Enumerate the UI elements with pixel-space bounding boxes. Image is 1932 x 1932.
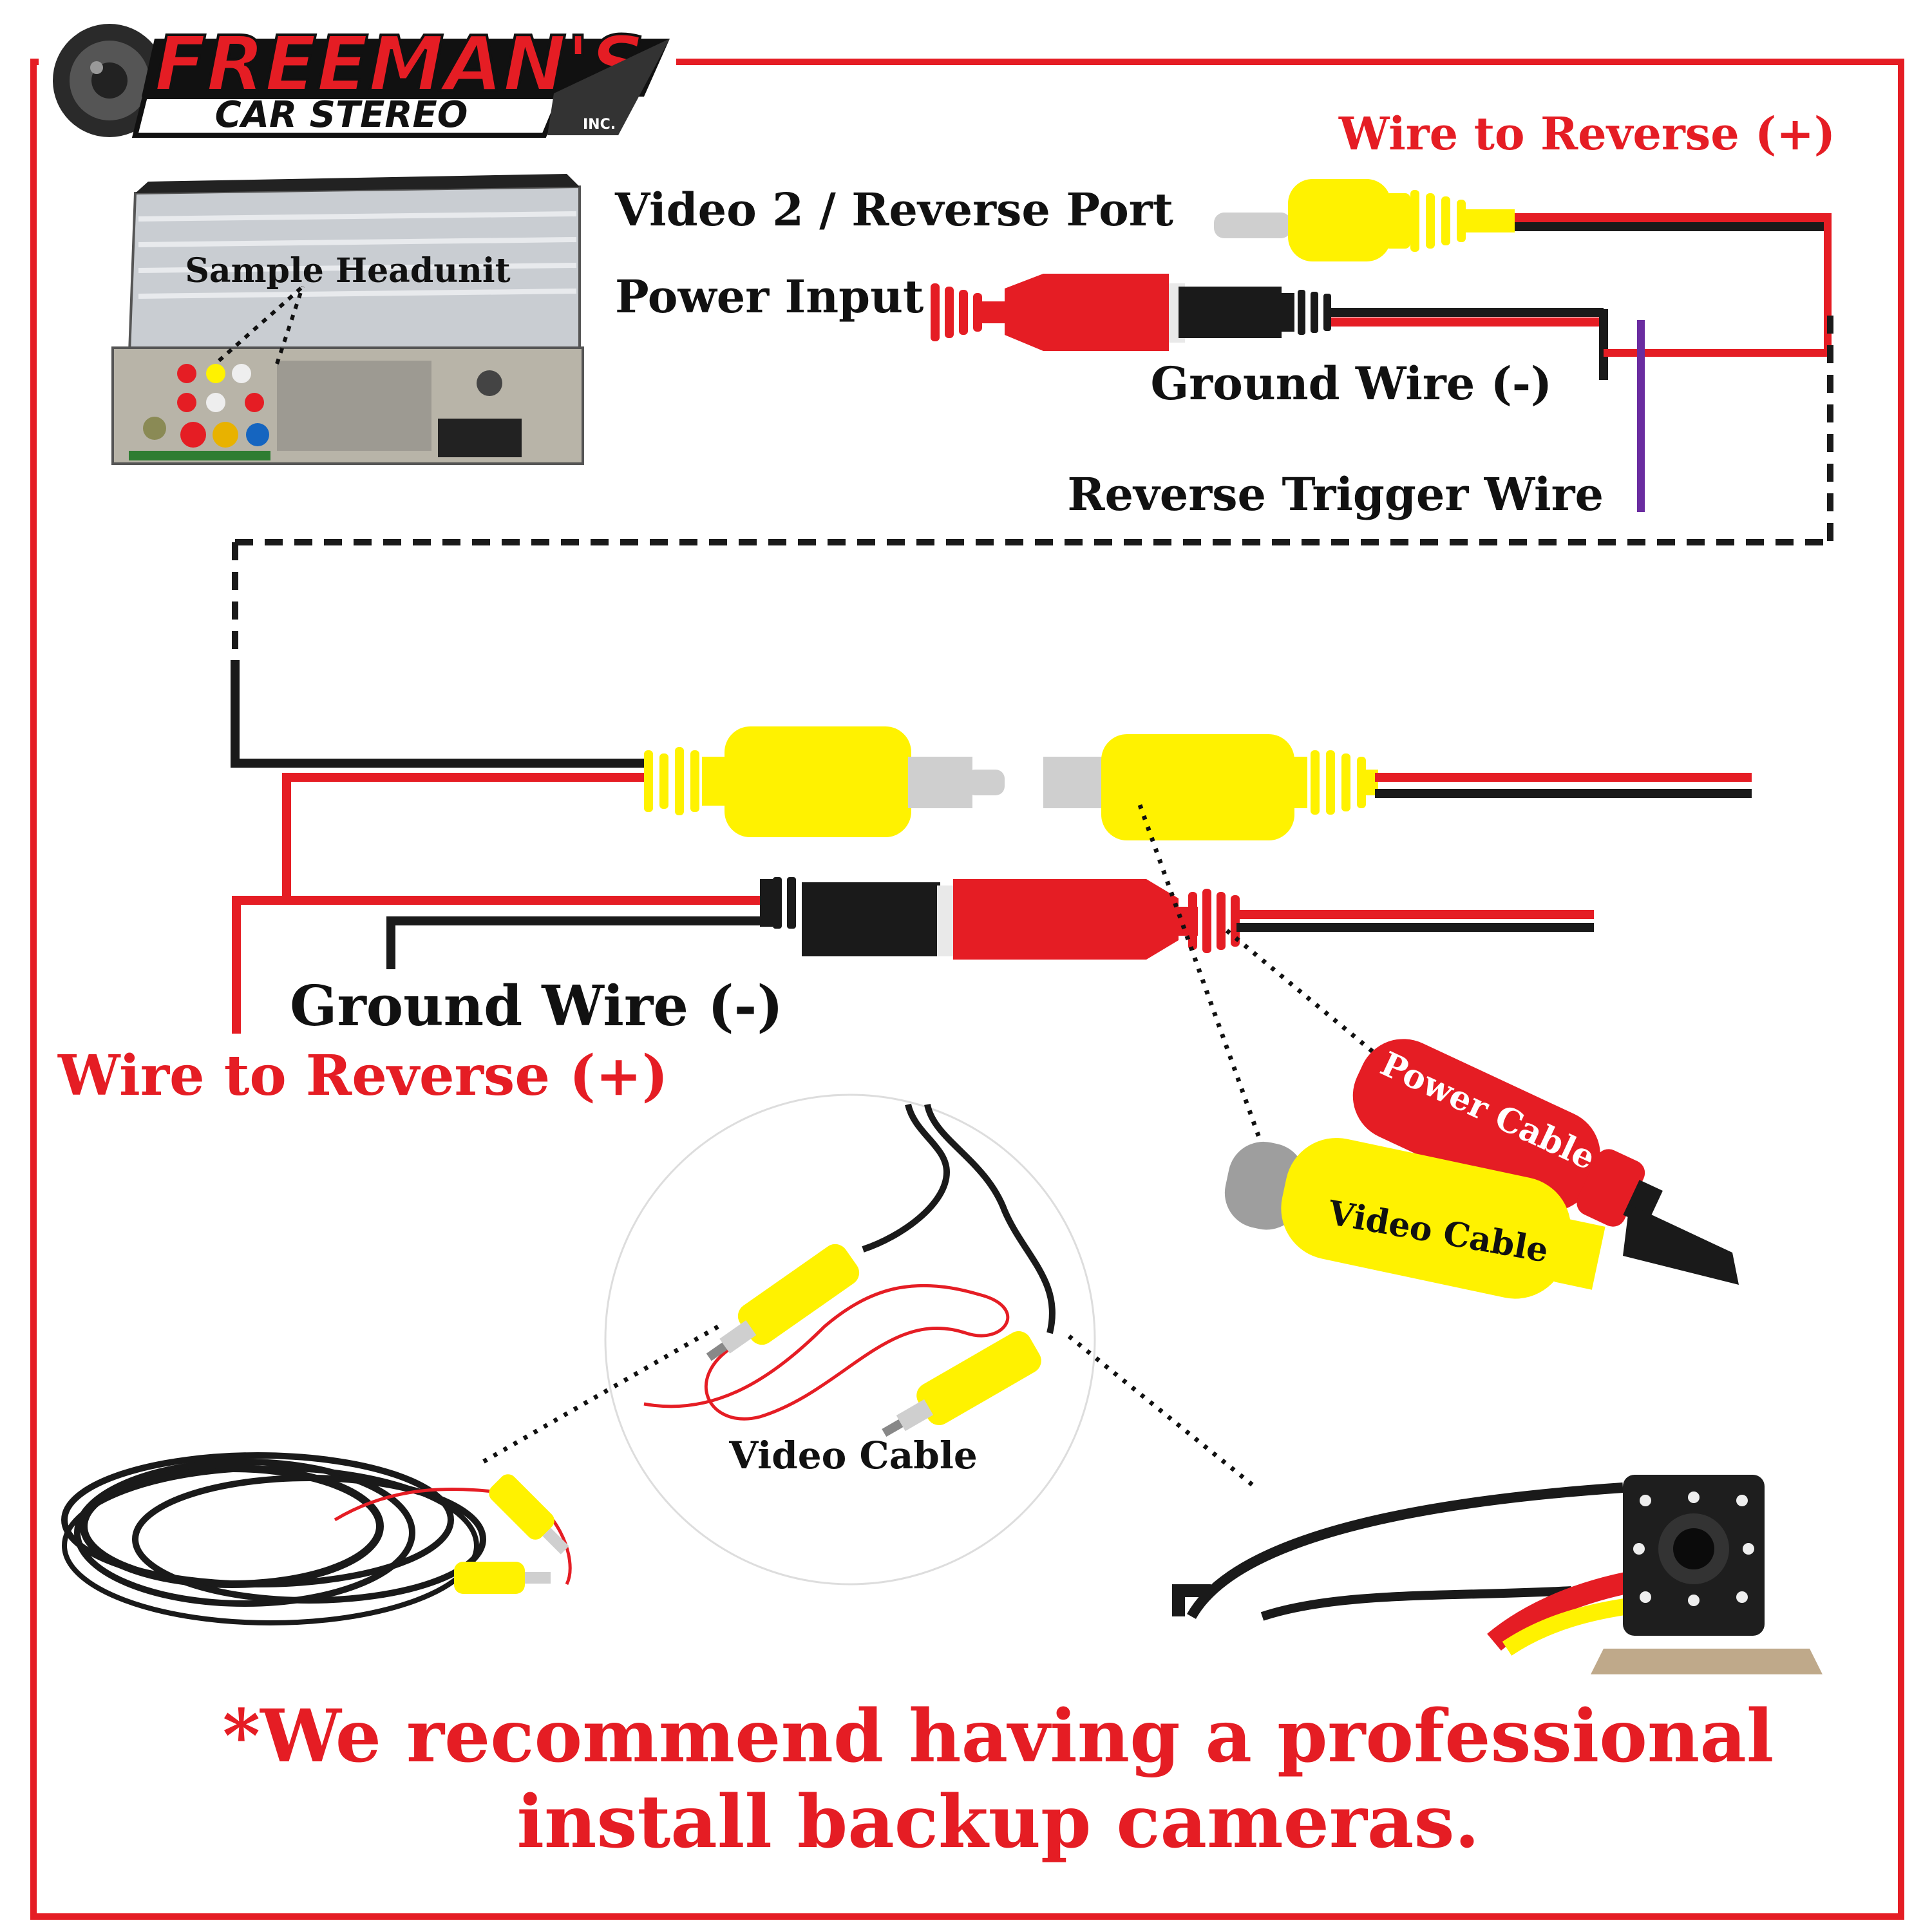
dotted-leader-video [1137, 804, 1265, 1148]
wire-reverse-top-label: Wire to Reverse (+) [1338, 107, 1835, 160]
dotted-leader-power [1225, 929, 1380, 1058]
mid-power-connector [760, 877, 1240, 960]
coiled-cable-photo [61, 1452, 572, 1625]
recommendation-line-1: *We recommend having a professional [223, 1694, 1774, 1779]
brand-sub: CAR STEREO [215, 94, 468, 136]
sample-headunit-label: Sample Headunit [185, 251, 510, 290]
reverse-trigger-label: Reverse Trigger Wire [1067, 468, 1604, 521]
closeup-video-cable: Video Cable [1224, 1137, 1605, 1299]
mid-right-video-rca [1043, 734, 1378, 840]
backup-camera-photo [1172, 1475, 1823, 1674]
video-cable-inset-circle [604, 1094, 1096, 1586]
ground-wire-top-label: Ground Wire (-) [1150, 357, 1552, 410]
page-border [30, 59, 1904, 1920]
mid-left-video-rca [644, 726, 1005, 837]
sample-headunit-image [111, 174, 584, 465]
closeup-black-lead [1623, 1204, 1739, 1285]
wire-reverse-bottom-label: Wire to Reverse (+) [57, 1043, 668, 1108]
power-input-label: Power Input [615, 270, 923, 323]
ground-wire-bottom-label: Ground Wire (-) [290, 974, 783, 1039]
top-power-connector [931, 274, 1331, 351]
video-port-label: Video 2 / Reverse Port [614, 183, 1173, 236]
brand-logo: FREEMAN'S CAR STEREO INC. [39, 18, 676, 142]
brand-suffix: INC. [583, 117, 616, 133]
recommendation-line-2: install backup cameras. [517, 1780, 1480, 1864]
top-video-rca-connector [1214, 179, 1515, 261]
inset-cable-photo [643, 1103, 1056, 1437]
dotted-leader-inset-right [1067, 1334, 1258, 1490]
inset-video-cable-label: Video Cable [728, 1434, 978, 1477]
